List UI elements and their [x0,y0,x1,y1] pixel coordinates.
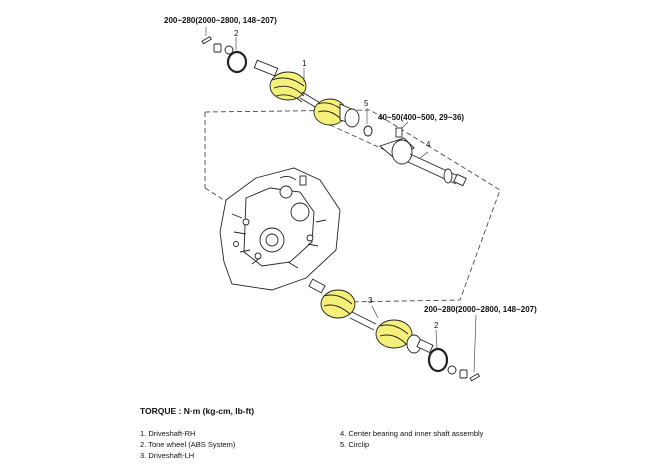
driveshaft-lh-outer-boot [375,319,413,349]
parts-legend-left: 1. Driveshaft-RH 2. Tone wheel (ABS Syst… [140,428,235,461]
lh-tone-wheel [427,347,449,373]
callout-2-bottom: 2 [434,321,439,330]
lh-nut [459,369,468,379]
center-bearing-bolt [395,127,403,138]
torque-callout-rh: 200~280(2000~2800, 148~207) [164,16,277,25]
lh-washer [447,365,457,375]
legend-item: 5. Circlip [340,440,370,449]
lh-hardware [427,347,480,382]
rh-nut [213,43,222,53]
rh-tone-wheel [226,50,248,74]
driveshaft-lh [308,278,434,354]
torque-units-note: TORQUE : N·m (kg-cm, lb-ft) [140,406,254,416]
rh-hardware [201,36,248,74]
driveshaft-rh [253,59,360,128]
callout-1: 1 [302,59,307,68]
driveshaft-rh-outer-boot [269,71,307,103]
torque-label: TORQUE : [140,406,182,416]
callout-3: 3 [368,296,373,305]
legend-item: 1. Driveshaft-RH [140,429,196,438]
torque-callout-lh: 200~280(2000~2800, 148~207) [424,305,537,314]
center-bearing-inner-shaft [379,127,467,187]
torque-callout-center-bearing: 40~50(400~500, 29~36) [378,113,465,122]
driveshaft-lh-inner-boot [320,289,356,319]
callout-5: 5 [364,99,369,108]
rh-washer [224,45,234,55]
circlip [363,125,373,137]
legend-item: 4. Center bearing and inner shaft assemb… [340,429,484,438]
legend-item: 3. Driveshaft-LH [140,451,195,460]
parts-legend-right: 4. Center bearing and inner shaft assemb… [340,428,483,450]
transaxle-housing [219,167,341,291]
legend-item: 2. Tone wheel (ABS System) [140,440,236,449]
callout-4: 4 [426,140,431,149]
leader-lines [205,27,477,373]
torque-units: N·m (kg-cm, lb-ft) [183,406,255,416]
callout-2-top: 2 [234,29,239,38]
